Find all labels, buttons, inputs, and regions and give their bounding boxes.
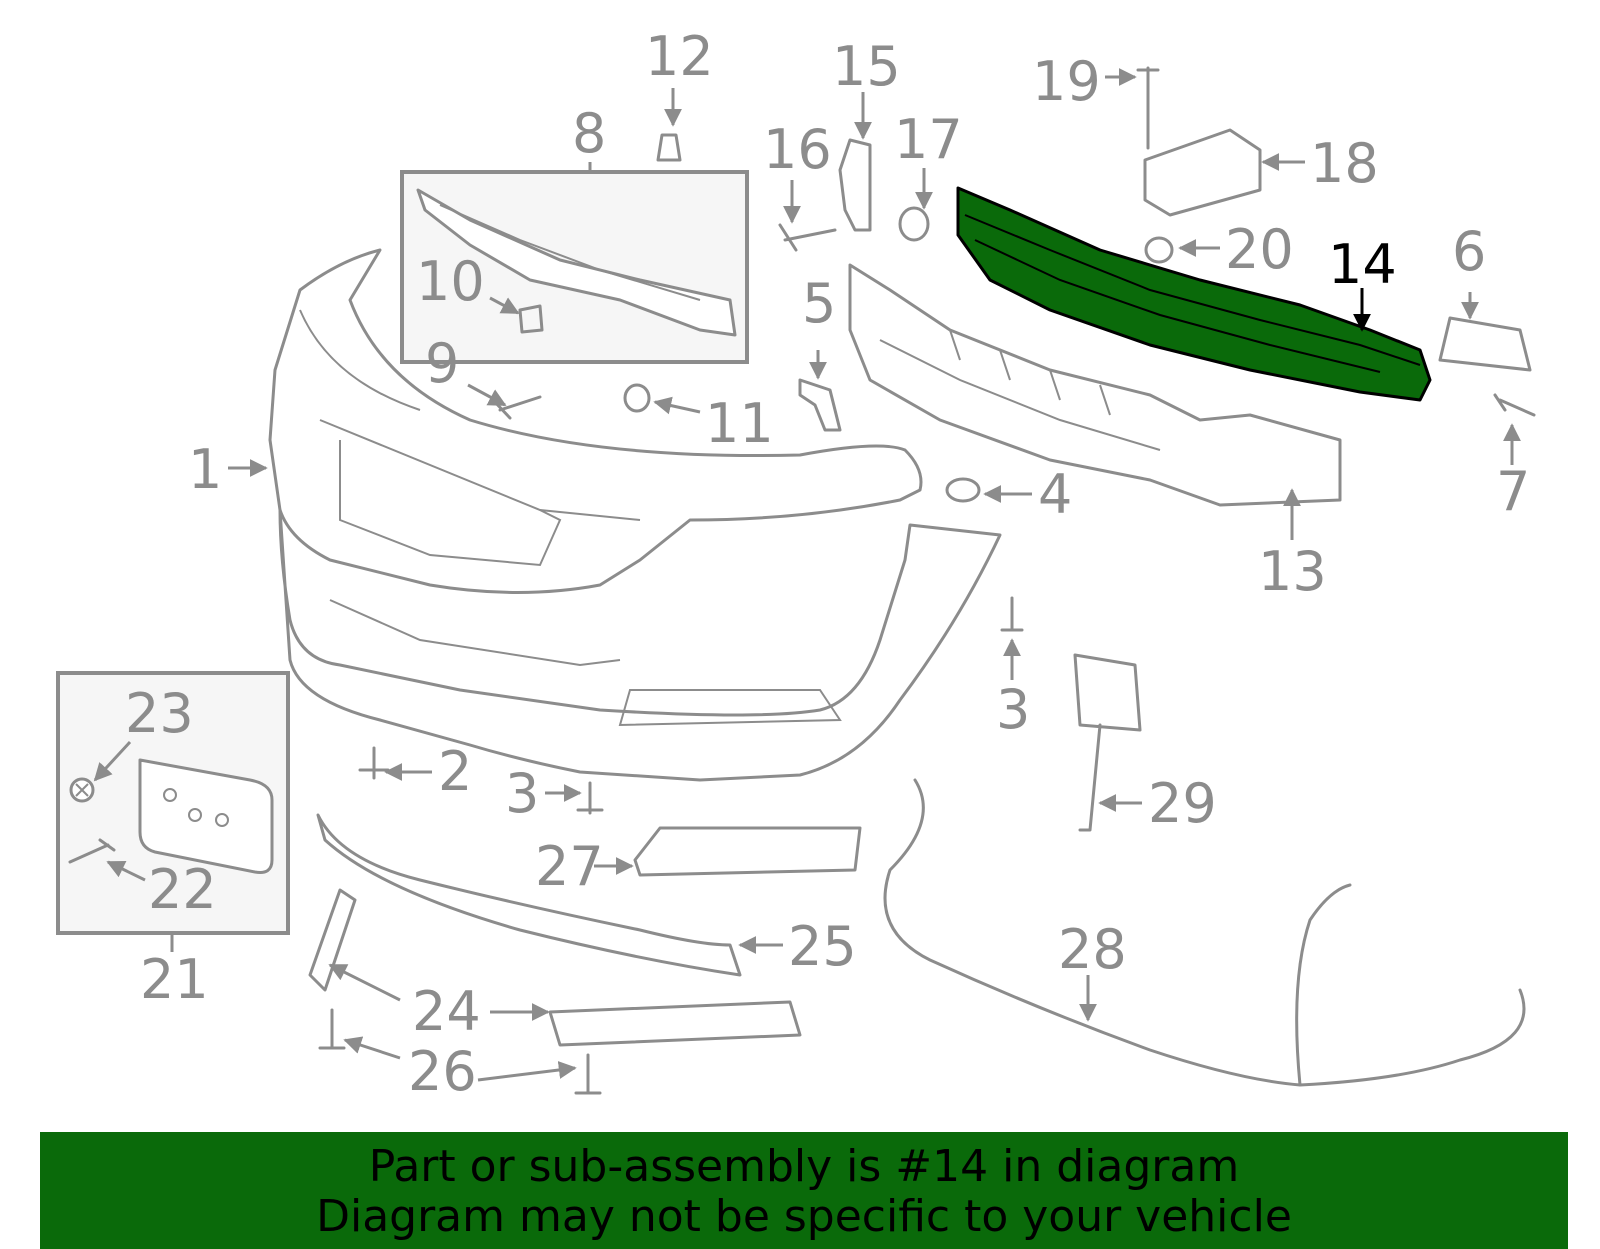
callout-11: 11 xyxy=(705,392,774,455)
wiring-harness-part-28 xyxy=(883,778,1526,1087)
upper-tie-bar-part-8 xyxy=(416,188,737,337)
callout-3-lower: 3 xyxy=(505,762,539,825)
callout-16: 16 xyxy=(763,118,832,181)
nut-part-4 xyxy=(945,477,981,503)
callout-13: 13 xyxy=(1258,540,1327,603)
energy-absorber-part-13 xyxy=(848,263,1342,507)
nut-part-20 xyxy=(1144,236,1174,264)
clip-part-12 xyxy=(656,133,682,162)
banner-line-1: Part or sub-assembly is #14 in diagram xyxy=(368,1141,1240,1192)
bracket-part-18 xyxy=(1143,128,1262,217)
bolt-part-22 xyxy=(68,838,116,864)
push-pin-part-26-left xyxy=(318,1008,346,1050)
info-banner: Part or sub-assembly is #14 in diagram D… xyxy=(40,1132,1568,1249)
callout-28: 28 xyxy=(1058,918,1127,981)
callout-24: 24 xyxy=(412,980,481,1043)
callout-3-upper: 3 xyxy=(996,678,1030,741)
callout-18: 18 xyxy=(1310,132,1379,195)
callout-20: 20 xyxy=(1225,218,1294,281)
callout-6: 6 xyxy=(1452,220,1486,283)
bracket-part-15 xyxy=(838,138,872,232)
callout-19: 19 xyxy=(1032,50,1101,113)
callout-10: 10 xyxy=(416,250,485,313)
callout-4: 4 xyxy=(1038,463,1072,526)
callout-22: 22 xyxy=(148,858,217,921)
callout-14: 14 xyxy=(1328,233,1397,296)
callout-7: 7 xyxy=(1496,460,1530,523)
lower-deflector-part-25 xyxy=(316,813,742,977)
callout-23: 23 xyxy=(125,682,194,745)
bolt-part-9 xyxy=(491,395,542,420)
bolt-part-16 xyxy=(778,223,837,252)
license-plate-bracket-part xyxy=(138,758,274,874)
push-pin-part-3-upper xyxy=(1000,596,1024,632)
impact-bar-part-14 xyxy=(956,186,1432,402)
sensor-bracket-part-29 xyxy=(1073,653,1142,832)
push-pin-part-3-lower xyxy=(576,781,604,815)
push-pin-part-2 xyxy=(358,746,390,780)
bolt-part-7 xyxy=(1493,393,1536,417)
bolt-part-19 xyxy=(1136,66,1160,150)
callout-17: 17 xyxy=(894,108,963,171)
leader-lines xyxy=(93,68,1521,1082)
clip-part-10 xyxy=(518,304,544,334)
fog-lamp-bezel-part-27 xyxy=(633,826,862,877)
grommet-part-17 xyxy=(898,206,930,242)
bracket-part-6 xyxy=(1438,316,1532,372)
callout-8: 8 xyxy=(572,102,606,165)
nut-part-11 xyxy=(623,383,651,413)
bumper-fascia-part-1 xyxy=(268,248,1002,782)
callout-2: 2 xyxy=(438,740,472,803)
callout-25: 25 xyxy=(788,915,857,978)
callout-1: 1 xyxy=(188,438,222,501)
callout-29: 29 xyxy=(1148,772,1217,835)
bracket-part-24-left xyxy=(308,888,357,992)
banner-line-2: Diagram may not be specific to your vehi… xyxy=(316,1191,1292,1242)
bracket-part-5 xyxy=(798,378,842,432)
callout-21: 21 xyxy=(140,948,209,1011)
screw-part-23 xyxy=(69,777,95,803)
callout-27: 27 xyxy=(535,835,604,898)
callout-26: 26 xyxy=(408,1040,477,1103)
callout-9: 9 xyxy=(425,332,459,395)
callout-5: 5 xyxy=(802,272,836,335)
callout-12: 12 xyxy=(645,25,714,88)
callout-15: 15 xyxy=(832,35,901,98)
bracket-part-24-right xyxy=(548,1000,802,1047)
push-pin-part-26-right xyxy=(574,1053,602,1095)
